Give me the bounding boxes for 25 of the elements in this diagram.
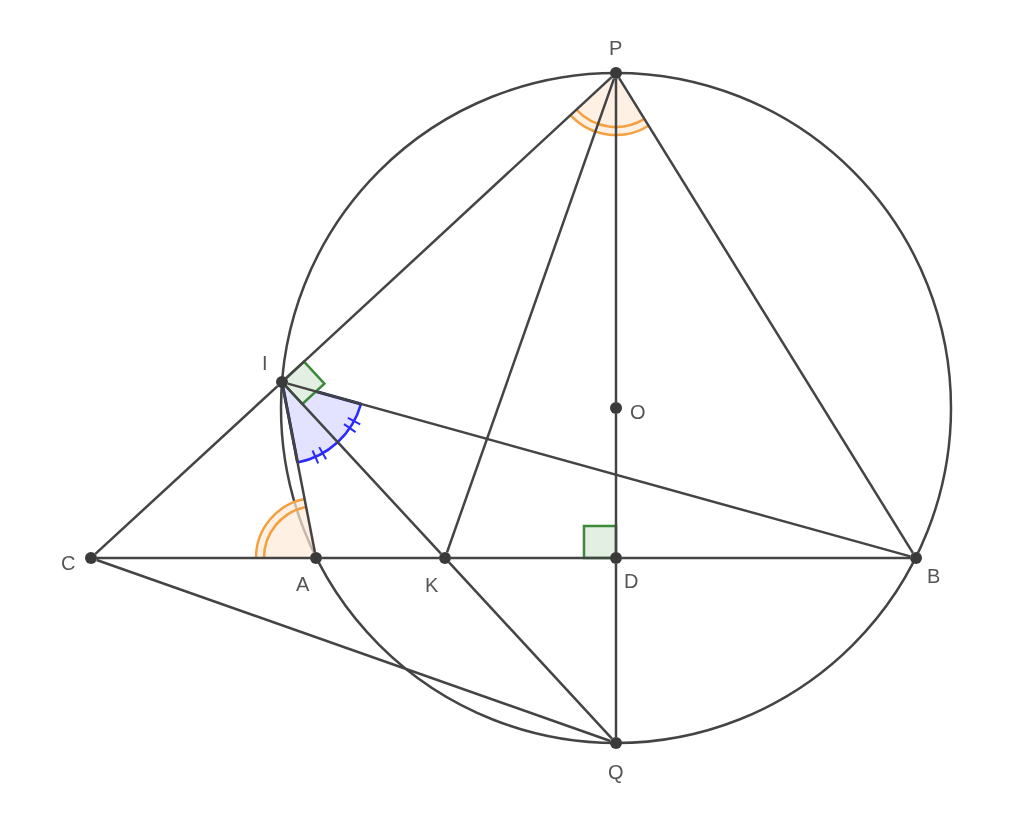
point-label: P bbox=[609, 37, 623, 59]
line-segment bbox=[287, 382, 911, 558]
line-segment bbox=[614, 414, 618, 552]
point-label: D bbox=[624, 570, 639, 592]
line-segment bbox=[97, 556, 310, 560]
line-segment bbox=[448, 561, 613, 740]
point-label: A bbox=[296, 573, 310, 595]
point-label: B bbox=[927, 565, 941, 587]
point-label: I bbox=[262, 352, 268, 374]
line-segment bbox=[618, 77, 914, 554]
line-segment bbox=[285, 385, 442, 555]
line-segment bbox=[281, 387, 317, 553]
point-label: Q bbox=[608, 761, 624, 783]
line-segment bbox=[614, 564, 618, 737]
line-segment bbox=[96, 558, 611, 743]
line-segment bbox=[94, 385, 279, 555]
line-segment bbox=[622, 556, 910, 560]
point-label: K bbox=[425, 574, 439, 596]
line-segment bbox=[451, 556, 610, 560]
line-segment bbox=[445, 78, 616, 553]
line-segment bbox=[285, 76, 613, 379]
line-segment bbox=[322, 556, 439, 560]
line-segment bbox=[614, 79, 618, 402]
point-label: O bbox=[630, 401, 646, 423]
point-label: C bbox=[61, 552, 76, 574]
